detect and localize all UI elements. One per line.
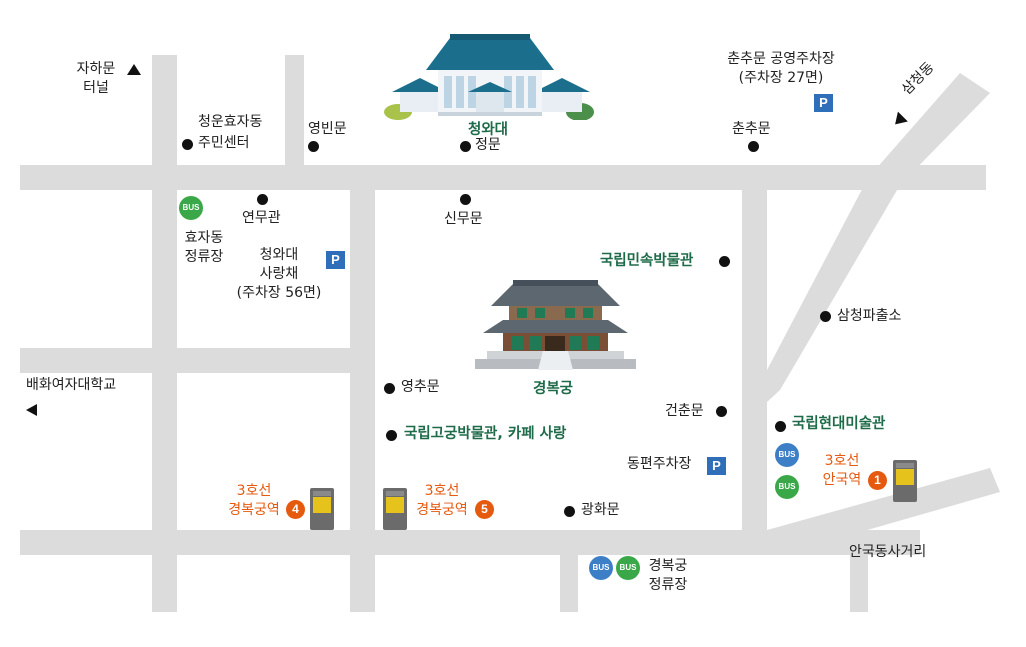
dot-yeongbinmun [308, 141, 319, 152]
label-anguk-intersection: 안국동사거리 [849, 544, 927, 560]
label-gwanghwamun: 광화문 [581, 502, 620, 518]
dot-folk-museum [719, 256, 730, 267]
label-dongpyeon-parking: 동편주차장 [627, 456, 692, 472]
label-baehwa: 배화여자대학교 [26, 377, 117, 393]
road-anguk-diag [767, 468, 1000, 555]
label-hyojadong-stop: 효자동 정류장 [184, 230, 224, 265]
bus-stop-icon: BUS [775, 475, 799, 499]
label-hyojadong-center-line1: 청운효자동 [198, 114, 263, 130]
road-mid-left [20, 348, 350, 373]
label-jahamun-tunnel: 자하문 터널 [76, 61, 116, 96]
bus-stop-icon: BUS [775, 443, 799, 467]
label-yeongbinmun: 영빈문 [308, 121, 347, 137]
label-geonchunmun: 건춘문 [665, 403, 704, 419]
cheongwadae-illustration [384, 34, 594, 120]
dot-jeongmun [460, 141, 471, 152]
dot-mmca [775, 421, 786, 432]
dot-palace-museum [386, 430, 397, 441]
road-v1 [152, 55, 177, 612]
dot-chunchumun [748, 141, 759, 152]
dot-geonchunmun [716, 406, 727, 417]
dot-samcheong-police [820, 311, 831, 322]
subway-exit-icon [310, 488, 334, 530]
label-yeonmugwan: 연무관 [242, 210, 281, 226]
label-mmca: 국립현대미술관 [792, 416, 886, 432]
label-folk-museum: 국립민속박물관 [600, 253, 694, 269]
road-v5 [742, 180, 767, 540]
road-v6 [850, 545, 868, 612]
label-gyeongbokgung: 경복궁 [533, 381, 574, 397]
label-yeongchumun: 영추문 [401, 379, 440, 395]
dot-yeonmugwan [257, 194, 268, 205]
label-jeongmun: 정문 [475, 137, 501, 153]
parking-icon: P [707, 457, 726, 475]
label-cheongwadae: 청와대 [468, 122, 509, 138]
exit-number-icon: 5 [475, 500, 494, 519]
label-gyeongbokgung-stop: 경복궁 정류장 [648, 558, 688, 593]
dot-gwanghwamun [564, 506, 575, 517]
subway-exit-icon [893, 460, 917, 502]
label-gyeongbokgung-station-5: 3호선 경복궁역 [416, 483, 468, 518]
dot-sinmumun [460, 194, 471, 205]
label-hyojadong-center-line2: 주민센터 [198, 135, 250, 151]
road-v4 [560, 545, 578, 612]
parking-icon: P [814, 94, 833, 112]
road-top [20, 165, 986, 190]
label-gyeongbokgung-station-4: 3호선 경복궁역 [228, 483, 280, 518]
triangle-up-icon [127, 64, 141, 75]
gyeongbokgung-illustration [475, 280, 636, 370]
bus-stop-icon: BUS [179, 196, 203, 220]
label-palace-museum: 국립고궁박물관, 카페 사랑 [404, 426, 567, 442]
exit-number-icon: 4 [286, 500, 305, 519]
bus-stop-icon: BUS [589, 556, 613, 580]
bus-stop-icon: BUS [616, 556, 640, 580]
road-v2 [285, 55, 304, 180]
label-samcheong-police: 삼청파출소 [837, 308, 902, 324]
exit-number-icon: 1 [868, 471, 887, 490]
label-chunchumun: 춘추문 [732, 121, 771, 137]
parking-icon: P [326, 251, 345, 269]
label-chunchumun-parking: 춘추문 공영주차장 (주차장 27면) [727, 51, 835, 86]
road-samcheong [868, 73, 990, 185]
triangle-left-icon [26, 404, 37, 416]
road-diagonal [767, 178, 900, 402]
label-anguk-station: 3호선 안국역 [822, 453, 862, 488]
dot-yeongchumun [384, 383, 395, 394]
label-sinmumun: 신무문 [444, 211, 483, 227]
subway-exit-icon [383, 488, 407, 530]
label-sarangchae: 청와대 사랑채 (주차장 56면) [236, 247, 322, 301]
road-v3 [350, 180, 375, 612]
dot-hyojadong-center [182, 139, 193, 150]
